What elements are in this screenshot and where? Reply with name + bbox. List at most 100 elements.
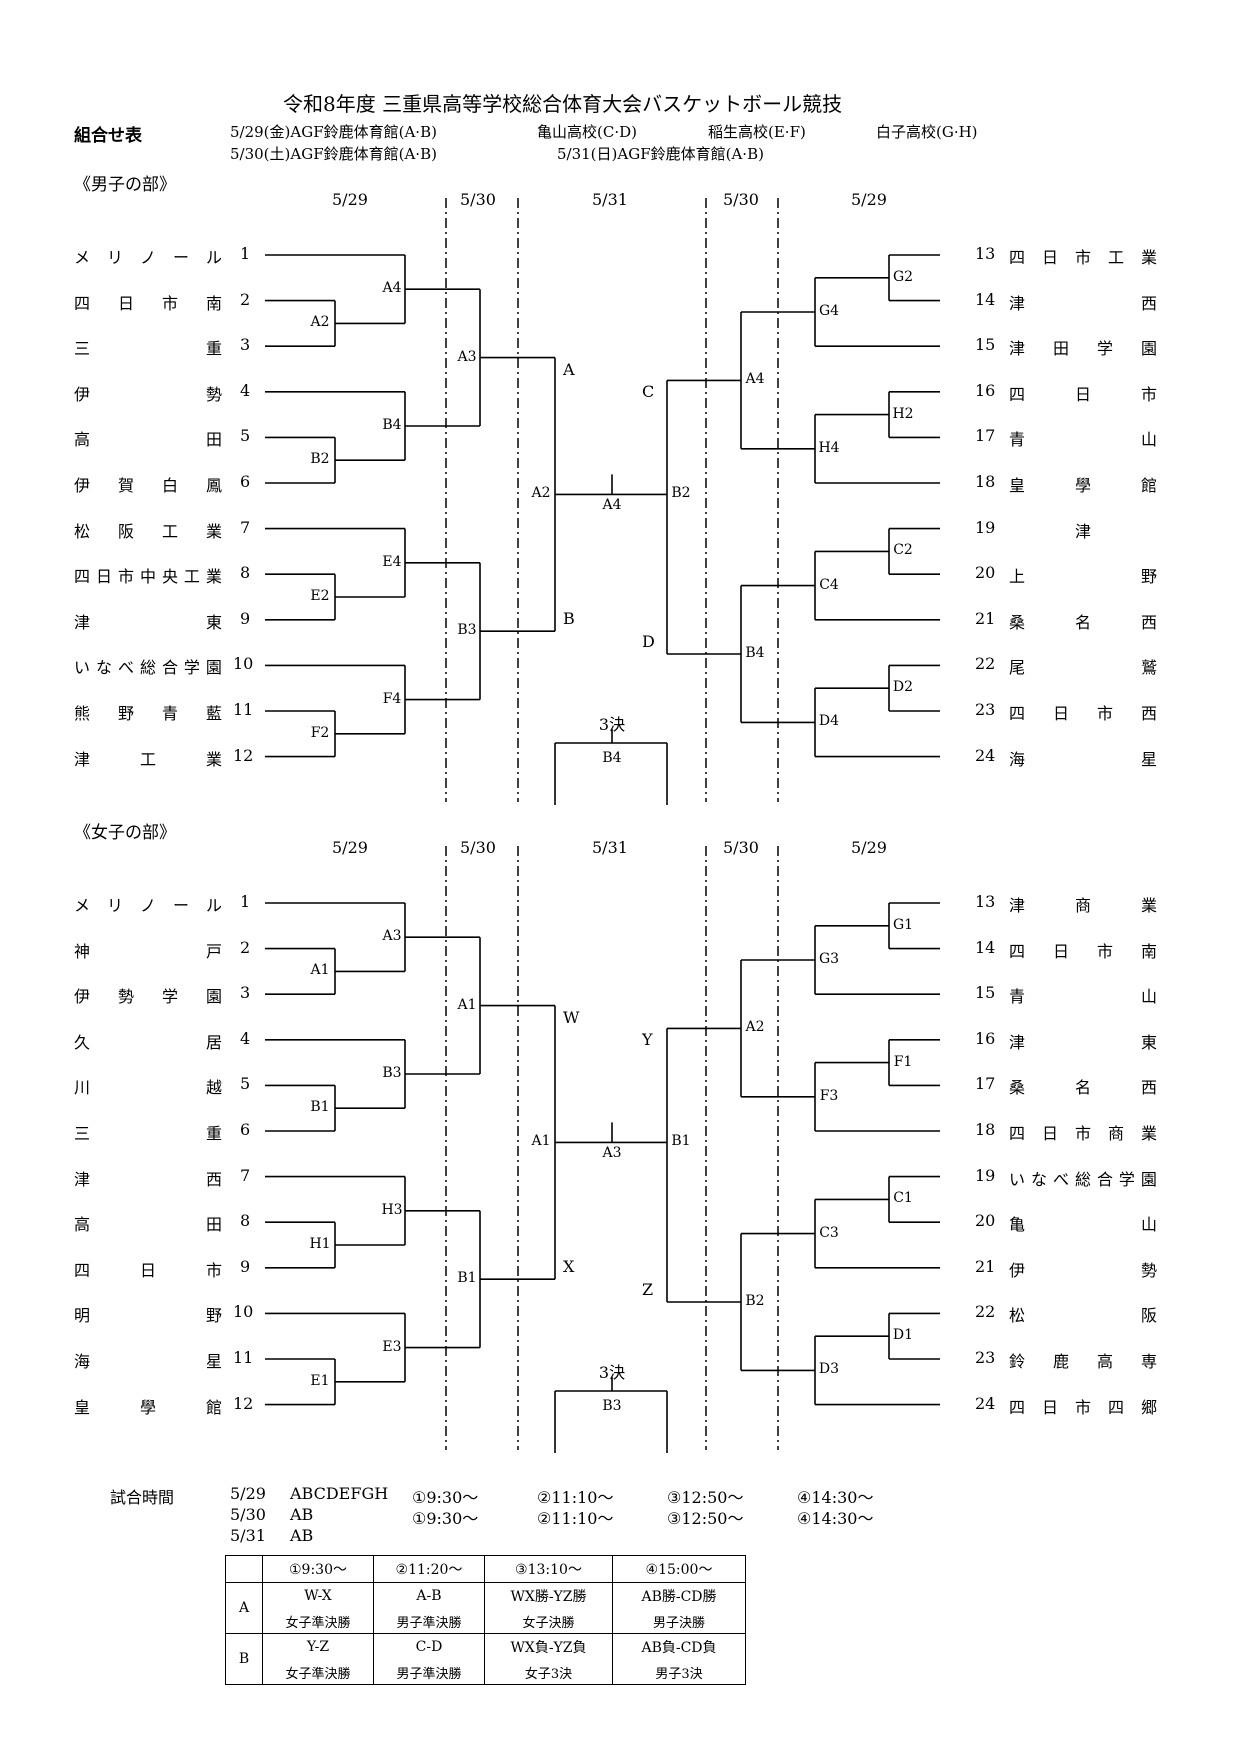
team-name-char: 田	[205, 430, 222, 450]
team-name: 松阪工業	[74, 518, 222, 542]
schedule-time: ③12:50〜	[667, 1488, 744, 1507]
team-name-char: 市	[117, 567, 134, 587]
team-name-char: 重	[205, 1124, 222, 1143]
round-label: A1	[310, 962, 330, 979]
team-name-char: 学	[161, 987, 178, 1007]
team-number: 4	[240, 1028, 251, 1048]
team-name: 津西	[74, 1166, 222, 1190]
team-name-char: 学	[1096, 339, 1113, 359]
team-name: 四日市南	[1009, 938, 1157, 962]
team-name-char: 四	[74, 1260, 91, 1280]
team-name: 四日市西	[1009, 700, 1157, 724]
team-name: 伊賀白鳳	[74, 472, 222, 496]
team-name-char: 津	[74, 612, 91, 632]
team-name-char: 田	[205, 1215, 222, 1235]
table-corner	[225, 1555, 263, 1583]
team-name-char: 海	[74, 1352, 91, 1371]
team-name-char: 四	[74, 293, 91, 313]
round-label: B3	[382, 1065, 402, 1081]
team-name-char: 戸	[205, 941, 222, 961]
round-label: F3	[819, 1087, 839, 1104]
team-number: 9	[240, 608, 251, 628]
team-name-char: 鈴	[1009, 1352, 1026, 1371]
team-name-char: 松	[1009, 1306, 1026, 1326]
round-label: B4	[382, 417, 402, 433]
round-label: B1	[457, 1270, 477, 1287]
team-name-char: 四	[1009, 248, 1026, 267]
team-name: いなべ総合学園	[74, 654, 222, 678]
team-name-char: い	[1009, 1169, 1026, 1189]
team-number: 13	[975, 244, 996, 263]
round-label: A2	[745, 1019, 765, 1036]
team-name-char: 藍	[205, 704, 222, 723]
venue-line1-v2: 亀山高校(C·D)	[537, 123, 637, 141]
team-number: 14	[975, 289, 996, 309]
round-label: A1	[531, 1133, 551, 1150]
team-name-char: 市	[161, 293, 178, 313]
round-label: C2	[893, 542, 913, 559]
team-name-char: 東	[1140, 1032, 1157, 1052]
team-name-char: 阪	[1140, 1306, 1157, 1326]
team-name-char: 日	[1074, 384, 1091, 404]
team-name-char: 学	[183, 658, 200, 678]
team-name-char: 尾	[1009, 658, 1026, 678]
team-name-char: 鹿	[1052, 1352, 1069, 1371]
semifinal-letter: B	[563, 609, 575, 629]
third-place-label: 3決	[598, 715, 626, 734]
team-number: 10	[233, 654, 254, 674]
team-name-char: ル	[205, 896, 222, 915]
team-name: 伊勢	[74, 381, 222, 405]
team-number: 6	[240, 472, 251, 491]
table-game: AB勝-CD勝	[612, 1582, 746, 1609]
team-number: 24	[975, 1393, 996, 1413]
team-name-char: 四	[74, 567, 91, 587]
team-name-char: 工	[161, 521, 178, 541]
team-number: 19	[975, 517, 996, 537]
team-number: 7	[240, 1165, 251, 1185]
round-label: E3	[382, 1338, 402, 1355]
venue-line1-v3: 稲生高校(E·F)	[708, 123, 806, 141]
round-label: G1	[892, 916, 914, 933]
team-number: 22	[975, 1302, 996, 1322]
round-label: F2	[310, 724, 330, 741]
team-name-char: 津	[1009, 1032, 1026, 1052]
table-game: AB負-CD負	[612, 1633, 746, 1660]
team-name-char: い	[74, 658, 91, 678]
team-name-char: 日	[1041, 1397, 1058, 1417]
team-number: 11	[233, 1348, 254, 1367]
team-number: 14	[975, 937, 996, 957]
table-game: W-X	[262, 1582, 374, 1609]
team-name-char: 津	[74, 749, 91, 769]
team-name-char: 館	[205, 1397, 222, 1417]
team-name-char: 勢	[117, 987, 134, 1007]
team-name: 伊勢学園	[74, 983, 222, 1007]
team-name-char: 勢	[205, 384, 222, 404]
team-name-char: 日	[95, 567, 112, 587]
team-name: 松阪	[1009, 1302, 1157, 1326]
team-name-char: 園	[205, 658, 222, 678]
table-game: C-D	[373, 1633, 485, 1660]
team-name-char: 鷲	[1140, 658, 1157, 678]
team-name-char: 園	[1140, 1169, 1157, 1189]
schedule-time: ④14:30〜	[797, 1488, 874, 1507]
team-name: 青山	[1009, 426, 1157, 450]
round-label: D4	[818, 713, 840, 730]
team-name-char: 熊	[74, 704, 91, 723]
schedule-courts: AB	[290, 1505, 314, 1524]
team-name-char: 鳳	[205, 476, 222, 495]
table-header: ④15:00〜	[612, 1555, 746, 1583]
team-name-char: 松	[74, 521, 91, 541]
round-date: 5/30	[723, 190, 759, 209]
round-label: C4	[819, 576, 839, 593]
team-name-char: 星	[205, 1352, 222, 1371]
round-label: H3	[381, 1201, 403, 1218]
team-number: 5	[240, 426, 251, 446]
team-name: 高田	[74, 1211, 222, 1235]
round-label: C3	[819, 1224, 839, 1241]
round-label: F4	[382, 690, 402, 707]
round-label: E4	[382, 553, 402, 570]
team-name-char: 桑	[1009, 612, 1026, 632]
team-number: 18	[975, 1120, 996, 1139]
team-name-char: 業	[205, 567, 222, 587]
team-name-char: 市	[205, 1260, 222, 1280]
